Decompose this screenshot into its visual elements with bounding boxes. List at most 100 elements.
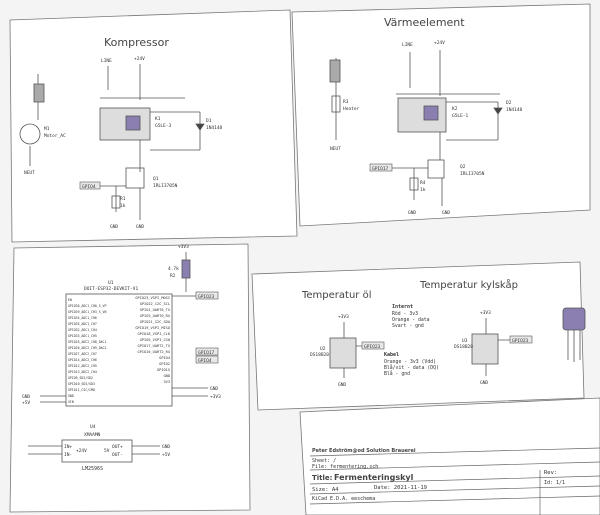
- mcu-left-pin-6: GPIO33_ADC1_CH5: [68, 334, 97, 338]
- tb-file: File: fermentering.sch: [312, 464, 378, 470]
- reg-in-minus: IN-: [64, 452, 72, 458]
- mcu-left-pin-9: GPIO27_ADC2_CH7: [68, 352, 97, 356]
- reg-ref: U4: [90, 424, 96, 430]
- tb-date: Date: 2021-11-19: [374, 485, 427, 491]
- mcu-right-pin-1: GPIO22_I2C_SCL: [140, 302, 170, 306]
- v-res-val: 1k: [420, 187, 426, 193]
- temp-u3-ref: U3: [462, 338, 468, 344]
- mcu-right-pin-6: GPIO18_VSPI_CLK: [138, 332, 171, 336]
- k-neut-label: NEUT: [24, 170, 35, 176]
- reg-in-plus: IN+: [64, 444, 72, 450]
- temp-gpio-b-flag: [509, 335, 533, 344]
- temp-kabel-lines: Orange - 3v3 (Vdd)Blå/vit - data (DQ)Blå…: [384, 359, 439, 377]
- mcu-pullup-ref: 4.7k: [168, 266, 179, 272]
- temp-kabel-line-0: Orange - 3v3 (Vdd): [384, 359, 436, 365]
- mcu-left-pin-10: GPIO14_ADC2_CH6: [68, 358, 97, 362]
- mcu-gpio4: GPIO4: [198, 358, 212, 364]
- v-fet-val: IRLI3705N: [460, 171, 485, 177]
- mcu-right-pin-9: GPIO16_UART2_RX: [138, 350, 171, 354]
- reg-out-minus: OUT-: [112, 452, 123, 458]
- mcu-gpio23: GPIO23: [198, 294, 215, 300]
- kompressor-title: Kompressor: [104, 36, 169, 49]
- mcu-3v3-label: +3V3: [210, 394, 221, 400]
- reg-5v: 5V: [104, 448, 110, 454]
- v-diode-ref: D2: [506, 100, 512, 106]
- reg-out-plus: OUT+: [112, 444, 123, 450]
- temp-gpio-a-flag: [361, 341, 385, 350]
- temp-internt-line-1: Orange - data: [392, 317, 430, 323]
- temperature-panel: [251, 261, 585, 411]
- temp-title-kyl: Temperatur kylskåp: [419, 278, 518, 291]
- mcu-right-pin-7: GPIO5_VSPI_CS0: [140, 338, 170, 342]
- mcu-left-pin-8: GPIO26_ADC2_CH9_DAC2: [68, 346, 106, 350]
- temperature-circuit: [329, 307, 586, 378]
- reg-val: XMAAMN: [84, 432, 101, 438]
- mcu-5v-left: +5V: [22, 400, 30, 406]
- mcu-left-pin-15: GPIO11_CSC/CMD: [68, 388, 95, 392]
- k-relay-ref: K1: [155, 116, 161, 122]
- mcu-right-pins: GPIO23_VSPI_MOSI GPIO22_I2C_SCL GPIO1_UART…: [135, 296, 170, 384]
- tb-id: Id: 1/1: [544, 480, 565, 486]
- temp-kabel-line-2: Blå - gnd: [384, 370, 410, 377]
- mcu-gpio17-flag: [195, 347, 219, 356]
- mcu-gnd-left: GND: [22, 394, 30, 400]
- mcu-right-pin-2: GPIO1_UART0_TX: [140, 308, 171, 312]
- mcu-left-pin-12: GPIO13_ADC2_CH4: [68, 370, 97, 374]
- reg-chip: LM2596S: [82, 466, 103, 472]
- mcu-right-pin-8: GPIO17_UART2_TX: [138, 344, 171, 348]
- k-diode-val: 1N4148: [206, 125, 223, 131]
- tb-kicad: KiCad E.D.A. eeschema: [312, 496, 375, 502]
- k-fet-val: IRLI3705N: [153, 183, 178, 189]
- temp-internt-heading: Internt: [392, 304, 413, 310]
- temp-internt-line-2: Svart - gnd: [392, 323, 424, 329]
- reg-24v: +24V: [76, 448, 87, 454]
- reg-gnd: GND: [162, 444, 170, 450]
- mcu-right-pin-5: GPIO19_VSPI_MISO: [135, 326, 170, 330]
- mcu-val: DOIT-ESP32-DEVKIT-V1: [84, 286, 138, 292]
- mcu-left-pin-4: GPIO35_ADC1_CH7: [68, 322, 97, 326]
- mcu-right-pin-13: GND: [164, 374, 171, 378]
- mcu-gnd-label: GND: [210, 386, 218, 392]
- varme-circuit: [329, 50, 503, 206]
- temp-3v3-a: +3V3: [338, 314, 349, 320]
- temp-gpio-b: GPIO23: [512, 338, 529, 344]
- v-relay-ref: K2: [452, 106, 458, 112]
- tb-rev: Rev:: [544, 470, 557, 476]
- k-fet-ref: Q1: [153, 176, 159, 182]
- mcu-left-pin-1: GPIO36_ADC1_CH0_S_VP: [68, 304, 106, 308]
- k-relay-val: G5LE-3: [155, 123, 172, 129]
- temp-u2-ref: U2: [320, 346, 326, 352]
- v-gpio-flag: [369, 163, 393, 172]
- mcu-right-pin-12: GPIO15: [157, 368, 170, 372]
- mcu-right-pin-0: GPIO23_VSPI_MOSI: [135, 296, 170, 300]
- v-heater-val: Heater: [343, 106, 360, 112]
- tb-title: Fermenteringskyl: [334, 473, 414, 482]
- v-gnd-label: GND: [408, 210, 416, 216]
- mcu-ref: U1: [108, 280, 114, 286]
- mcu-left-pin-11: GPIO12_ADC2_CH5: [68, 364, 97, 368]
- mcu-right-pin-3: GPIO3_UART0_RX: [140, 314, 171, 318]
- mcu-left-pin-14: GPIO10_SD3/SD3: [68, 382, 95, 386]
- temp-gnd-a: GND: [338, 382, 346, 388]
- mcu-gpio4-flag: [195, 355, 219, 364]
- temp-title-ol: Temperatur öl: [301, 290, 372, 301]
- regulator-circuit: [28, 439, 160, 463]
- k-diode-ref: D1: [206, 118, 212, 124]
- temp-u3-val: DS18B20: [454, 344, 473, 350]
- v-neut-label: NEUT: [330, 146, 341, 152]
- mcu-right-pin-4: GPIO21_I2C_SDA: [140, 320, 171, 324]
- tb-company: Peter Edström@od Solution Brauerei: [312, 448, 416, 454]
- k-gpio-label: GPIO4: [82, 184, 96, 190]
- mcu-left-pin-2: GPIO39_ADC1_CH3_S_VN: [68, 310, 106, 314]
- tb-sheet: Sheet: /: [312, 458, 336, 464]
- mcu-left-pin-16: GND: [68, 394, 74, 398]
- v-gnd2-label: GND: [442, 210, 450, 216]
- temp-gpio-a: GPIO23: [364, 344, 381, 350]
- tb-size: Size: A4: [312, 487, 339, 493]
- varme-title: Värmeelement: [384, 16, 465, 29]
- mcu-left-pins: ENGPIO36_ADC1_CH0_S_VPGPIO39_ADC1_CH3_S_…: [68, 298, 106, 404]
- k-res-val: 1k: [120, 203, 126, 209]
